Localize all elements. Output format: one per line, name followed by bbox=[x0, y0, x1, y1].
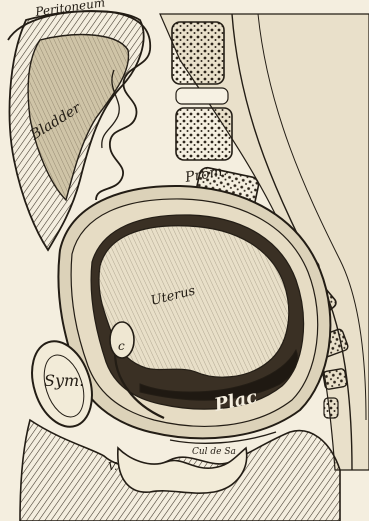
label-symphysis: Sym. bbox=[44, 371, 84, 390]
label-cervix: c bbox=[118, 339, 125, 353]
vertebra bbox=[172, 22, 224, 84]
vertebra bbox=[323, 368, 348, 390]
vertebra bbox=[324, 398, 338, 418]
label-cul-de-sac: Cul de Sa bbox=[192, 447, 236, 457]
intervertebral-disc bbox=[176, 88, 228, 104]
vertebra bbox=[176, 108, 232, 160]
label-vagina: V. bbox=[108, 460, 118, 473]
